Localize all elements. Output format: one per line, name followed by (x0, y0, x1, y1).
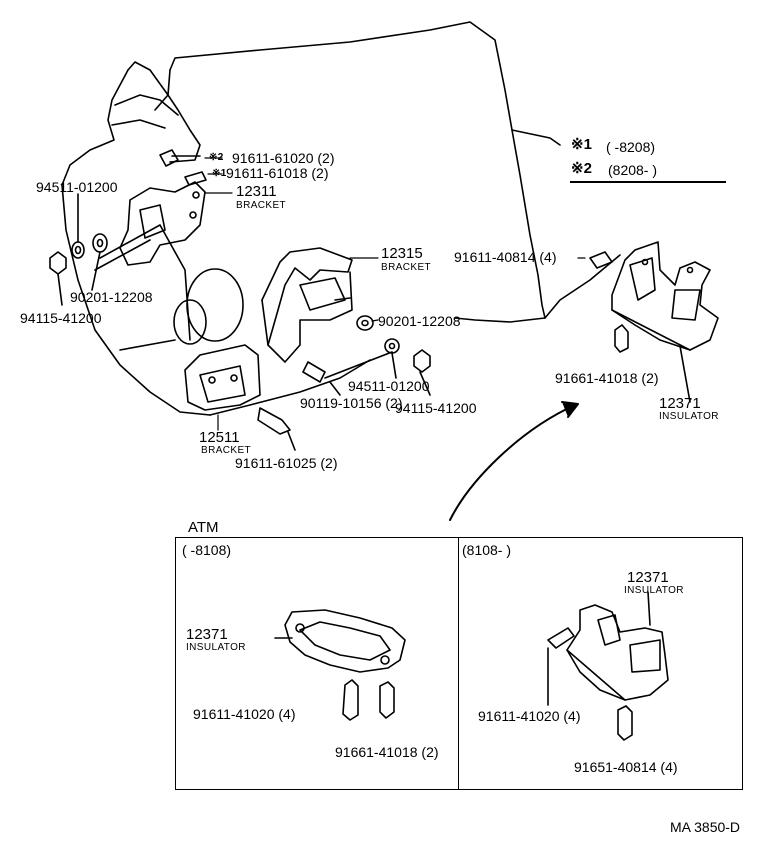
bolt-91611-61025: 91611-61025 (2) (235, 455, 338, 471)
left-hardware (49, 193, 108, 306)
atm-left-range: ( -8108) (182, 542, 232, 558)
bracket-12315-number: 12315 (381, 245, 423, 262)
atm-left-insulator-number: 12371 (186, 626, 228, 643)
atm-left-insulator (274, 609, 406, 721)
figure-code: MA 3850-D (670, 819, 741, 835)
nut-94115-41200-right: 94115-41200 (395, 400, 477, 416)
legend-note2-mark: ※2 (571, 160, 592, 177)
bolt-90119-10156: 90119-10156 (2) (300, 395, 403, 411)
atm-left-insulator-name: INSULATOR (186, 642, 246, 653)
legend-note2-range: (8208- ) (608, 162, 658, 178)
washer-90201-12208-left: 90201-12208 (70, 289, 153, 305)
nut-94511-01200-right: 94511-01200 (348, 378, 430, 394)
bolt-91611-61018: 91611-61018 (2) (226, 165, 329, 181)
bolt-91611-40814: 91611-40814 (4) (454, 249, 557, 265)
atm-right-insulator-number: 12371 (627, 569, 669, 586)
atm-right-bolt-b: 91651-40814 (4) (574, 759, 678, 775)
leader-lines (204, 157, 586, 431)
legend-underline (570, 181, 726, 183)
atm-title: ATM (188, 519, 219, 536)
bracket-12511-number: 12511 (199, 429, 240, 446)
bolt-91611-61020: 91611-61020 (2) (232, 150, 335, 166)
legend-note1-mark: ※1 (571, 136, 592, 153)
bracket-12311-name: BRACKET (236, 200, 287, 211)
atm-right-panel (457, 537, 743, 790)
bracket-12311-number: 12311 (236, 183, 277, 200)
legend-note1-range: ( -8208) (606, 139, 656, 155)
insulator-name: INSULATOR (659, 411, 719, 422)
alternator (94, 224, 244, 351)
nut-94115-41200-left: 94115-41200 (20, 310, 102, 326)
bracket-12511-shape (184, 344, 261, 411)
curved-arrow (449, 401, 579, 521)
atm-right-insulator (547, 591, 669, 741)
bolts-upper (159, 149, 207, 186)
atm-right-range: (8108- ) (462, 542, 512, 558)
bracket-12315-name: BRACKET (381, 262, 432, 273)
bracket-12511-name: BRACKET (201, 445, 252, 456)
nut-94511-01200-left: 94511-01200 (36, 179, 118, 195)
right-hardware (257, 315, 431, 451)
atm-left-bolt-b: 91661-41018 (2) (335, 744, 439, 760)
engine-outline (61, 21, 621, 416)
insulator-number: 12371 (659, 395, 701, 412)
atm-right-bolt-a: 91611-41020 (4) (478, 708, 581, 724)
bolt-91661-41018: 91661-41018 (2) (555, 370, 659, 386)
atm-left-bolt-a: 91611-41020 (4) (193, 706, 296, 722)
bracket-12311-shape (119, 181, 206, 266)
atm-left-panel (175, 537, 459, 790)
part-1-mark: ※1 (212, 168, 227, 179)
insulator-top-right (589, 241, 719, 403)
atm-right-insulator-name: INSULATOR (624, 585, 684, 596)
bracket-12315-shape (261, 247, 353, 363)
washer-90201-12208-right: 90201-12208 (378, 313, 461, 329)
part-2-mark: ※2 (209, 152, 224, 163)
